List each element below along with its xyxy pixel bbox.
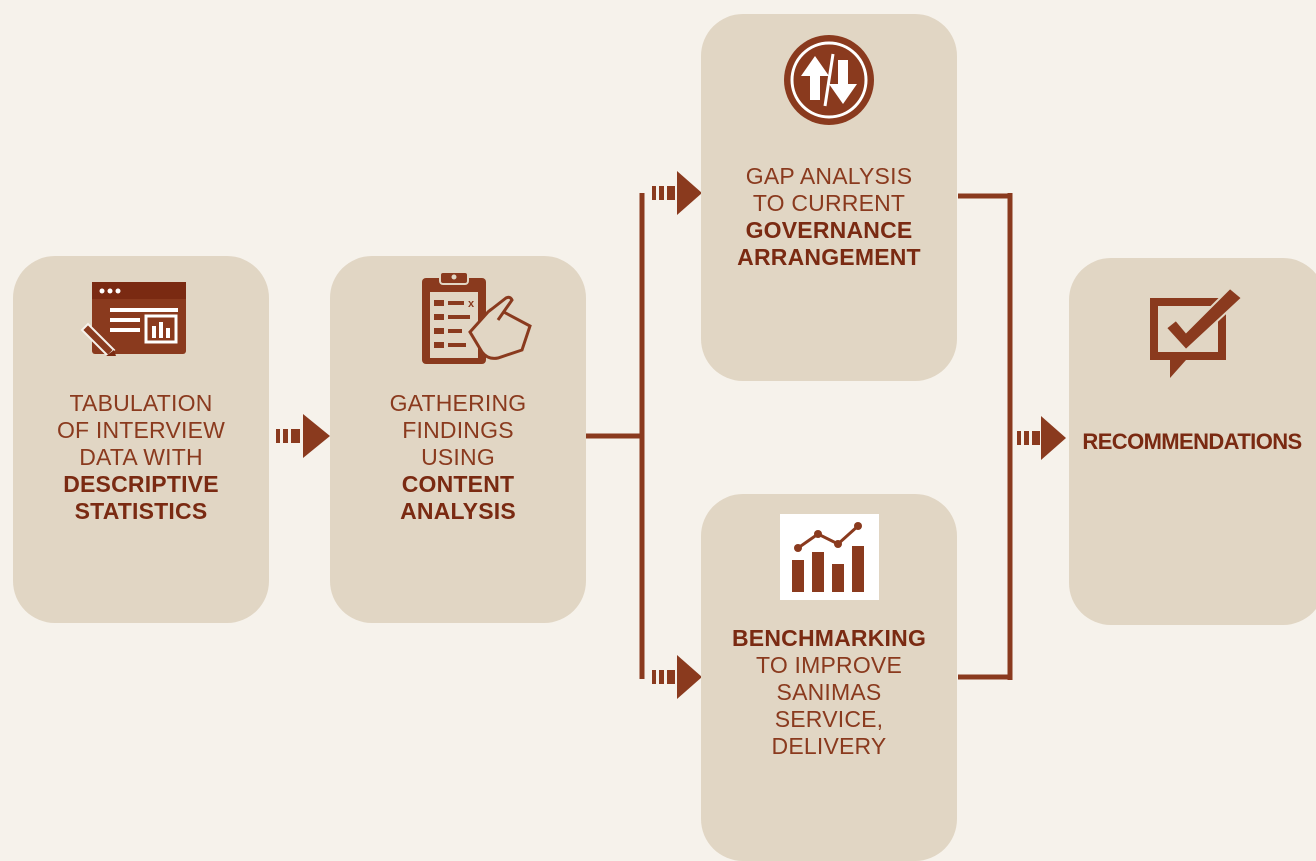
step-label-gap-analysis: GAP ANALYSIS TO CURRENT GOVERNANCE ARRAN… xyxy=(701,163,957,271)
step-text-emphasis: ARRANGEMENT xyxy=(737,244,921,270)
step-label-tabulation: TABULATION OF INTERVIEW DATA WITH DESCRI… xyxy=(13,390,269,525)
step-text-emphasis: STATISTICS xyxy=(74,498,208,524)
flow-arrow-icon xyxy=(276,414,330,458)
step-text: TO CURRENT xyxy=(752,190,906,216)
step-text: DELIVERY xyxy=(771,733,887,759)
step-text-emphasis: RECOMMENDATIONS xyxy=(1082,429,1302,454)
step-label-gathering: GATHERING FINDINGS USING CONTENT ANALYSI… xyxy=(330,390,586,525)
step-text: GATHERING xyxy=(389,390,527,416)
step-text: OF INTERVIEW xyxy=(56,417,226,443)
step-text: SANIMAS xyxy=(776,679,882,705)
bar-chart-trend-icon xyxy=(780,514,879,605)
checkmark-speech-bubble-icon xyxy=(1146,284,1246,387)
step-text: SERVICE, xyxy=(774,706,884,732)
svg-text:x: x xyxy=(468,298,475,310)
up-down-arrows-icon xyxy=(781,32,877,133)
step-text: TO IMPROVE xyxy=(756,652,902,678)
clipboard-checklist-icon: x xyxy=(418,270,538,371)
step-text-emphasis: DESCRIPTIVE xyxy=(63,471,219,497)
step-text: DATA WITH xyxy=(79,444,203,470)
step-text: GAP ANALYSIS xyxy=(745,163,913,189)
step-label-recommendations: RECOMMENDATIONS xyxy=(1069,428,1315,455)
step-text-emphasis: ANALYSIS xyxy=(400,498,516,524)
flow-arrow-icon xyxy=(1017,416,1066,460)
step-text: FINDINGS xyxy=(402,417,514,443)
step-text-emphasis: BENCHMARKING xyxy=(731,625,927,651)
data-table-icon xyxy=(80,280,188,361)
step-text: USING xyxy=(421,444,495,470)
step-text-emphasis: GOVERNANCE xyxy=(745,217,913,243)
step-label-benchmarking: BENCHMARKING TO IMPROVE SANIMAS SERVICE,… xyxy=(701,625,957,760)
step-text: TABULATION xyxy=(69,390,213,416)
step-text-emphasis: CONTENT xyxy=(401,471,515,497)
flow-arrow-icon xyxy=(652,171,702,215)
flow-arrow-icon xyxy=(652,655,702,699)
